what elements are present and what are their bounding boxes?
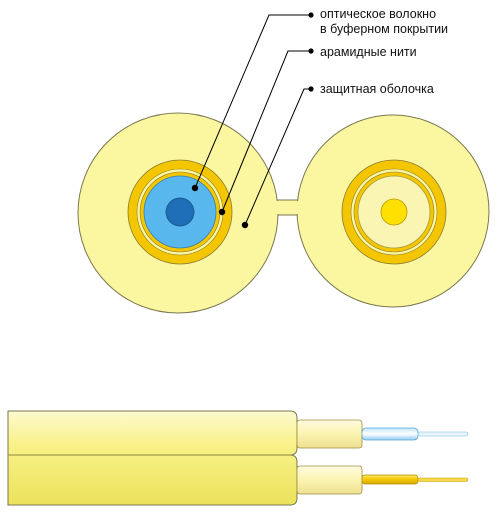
upper-blue-fiber [361, 427, 419, 441]
leader-jacket-dot [241, 221, 249, 229]
label-aramid: арамидные нити [320, 45, 417, 59]
leader-jacket-end-dot [308, 86, 314, 92]
label-fiber-line2: в буферном покрытии [320, 22, 448, 36]
callouts: оптическое волокно в буферном покрытии а… [191, 7, 448, 229]
right-core [380, 198, 408, 226]
lower-aramid-strand [361, 474, 419, 485]
upper-fiber-tip [417, 431, 469, 437]
cross-section [77, 112, 490, 314]
side-jacket [7, 410, 298, 506]
leader-fiber [194, 14, 311, 189]
lower-buffer [296, 465, 363, 495]
leader-fiber-end-dot [308, 12, 314, 18]
side-view [7, 410, 469, 506]
leader-aramid-end-dot [308, 48, 314, 54]
leader-fiber-dot [191, 184, 199, 192]
label-fiber-line1: оптическое волокно [320, 7, 436, 21]
lower-fiber-tip [417, 477, 469, 482]
upper-buffer [296, 419, 363, 449]
left-core [165, 197, 195, 227]
leader-aramid [221, 50, 311, 213]
leader-aramid-dot [218, 208, 226, 216]
label-jacket: защитная оболочка [320, 82, 434, 96]
